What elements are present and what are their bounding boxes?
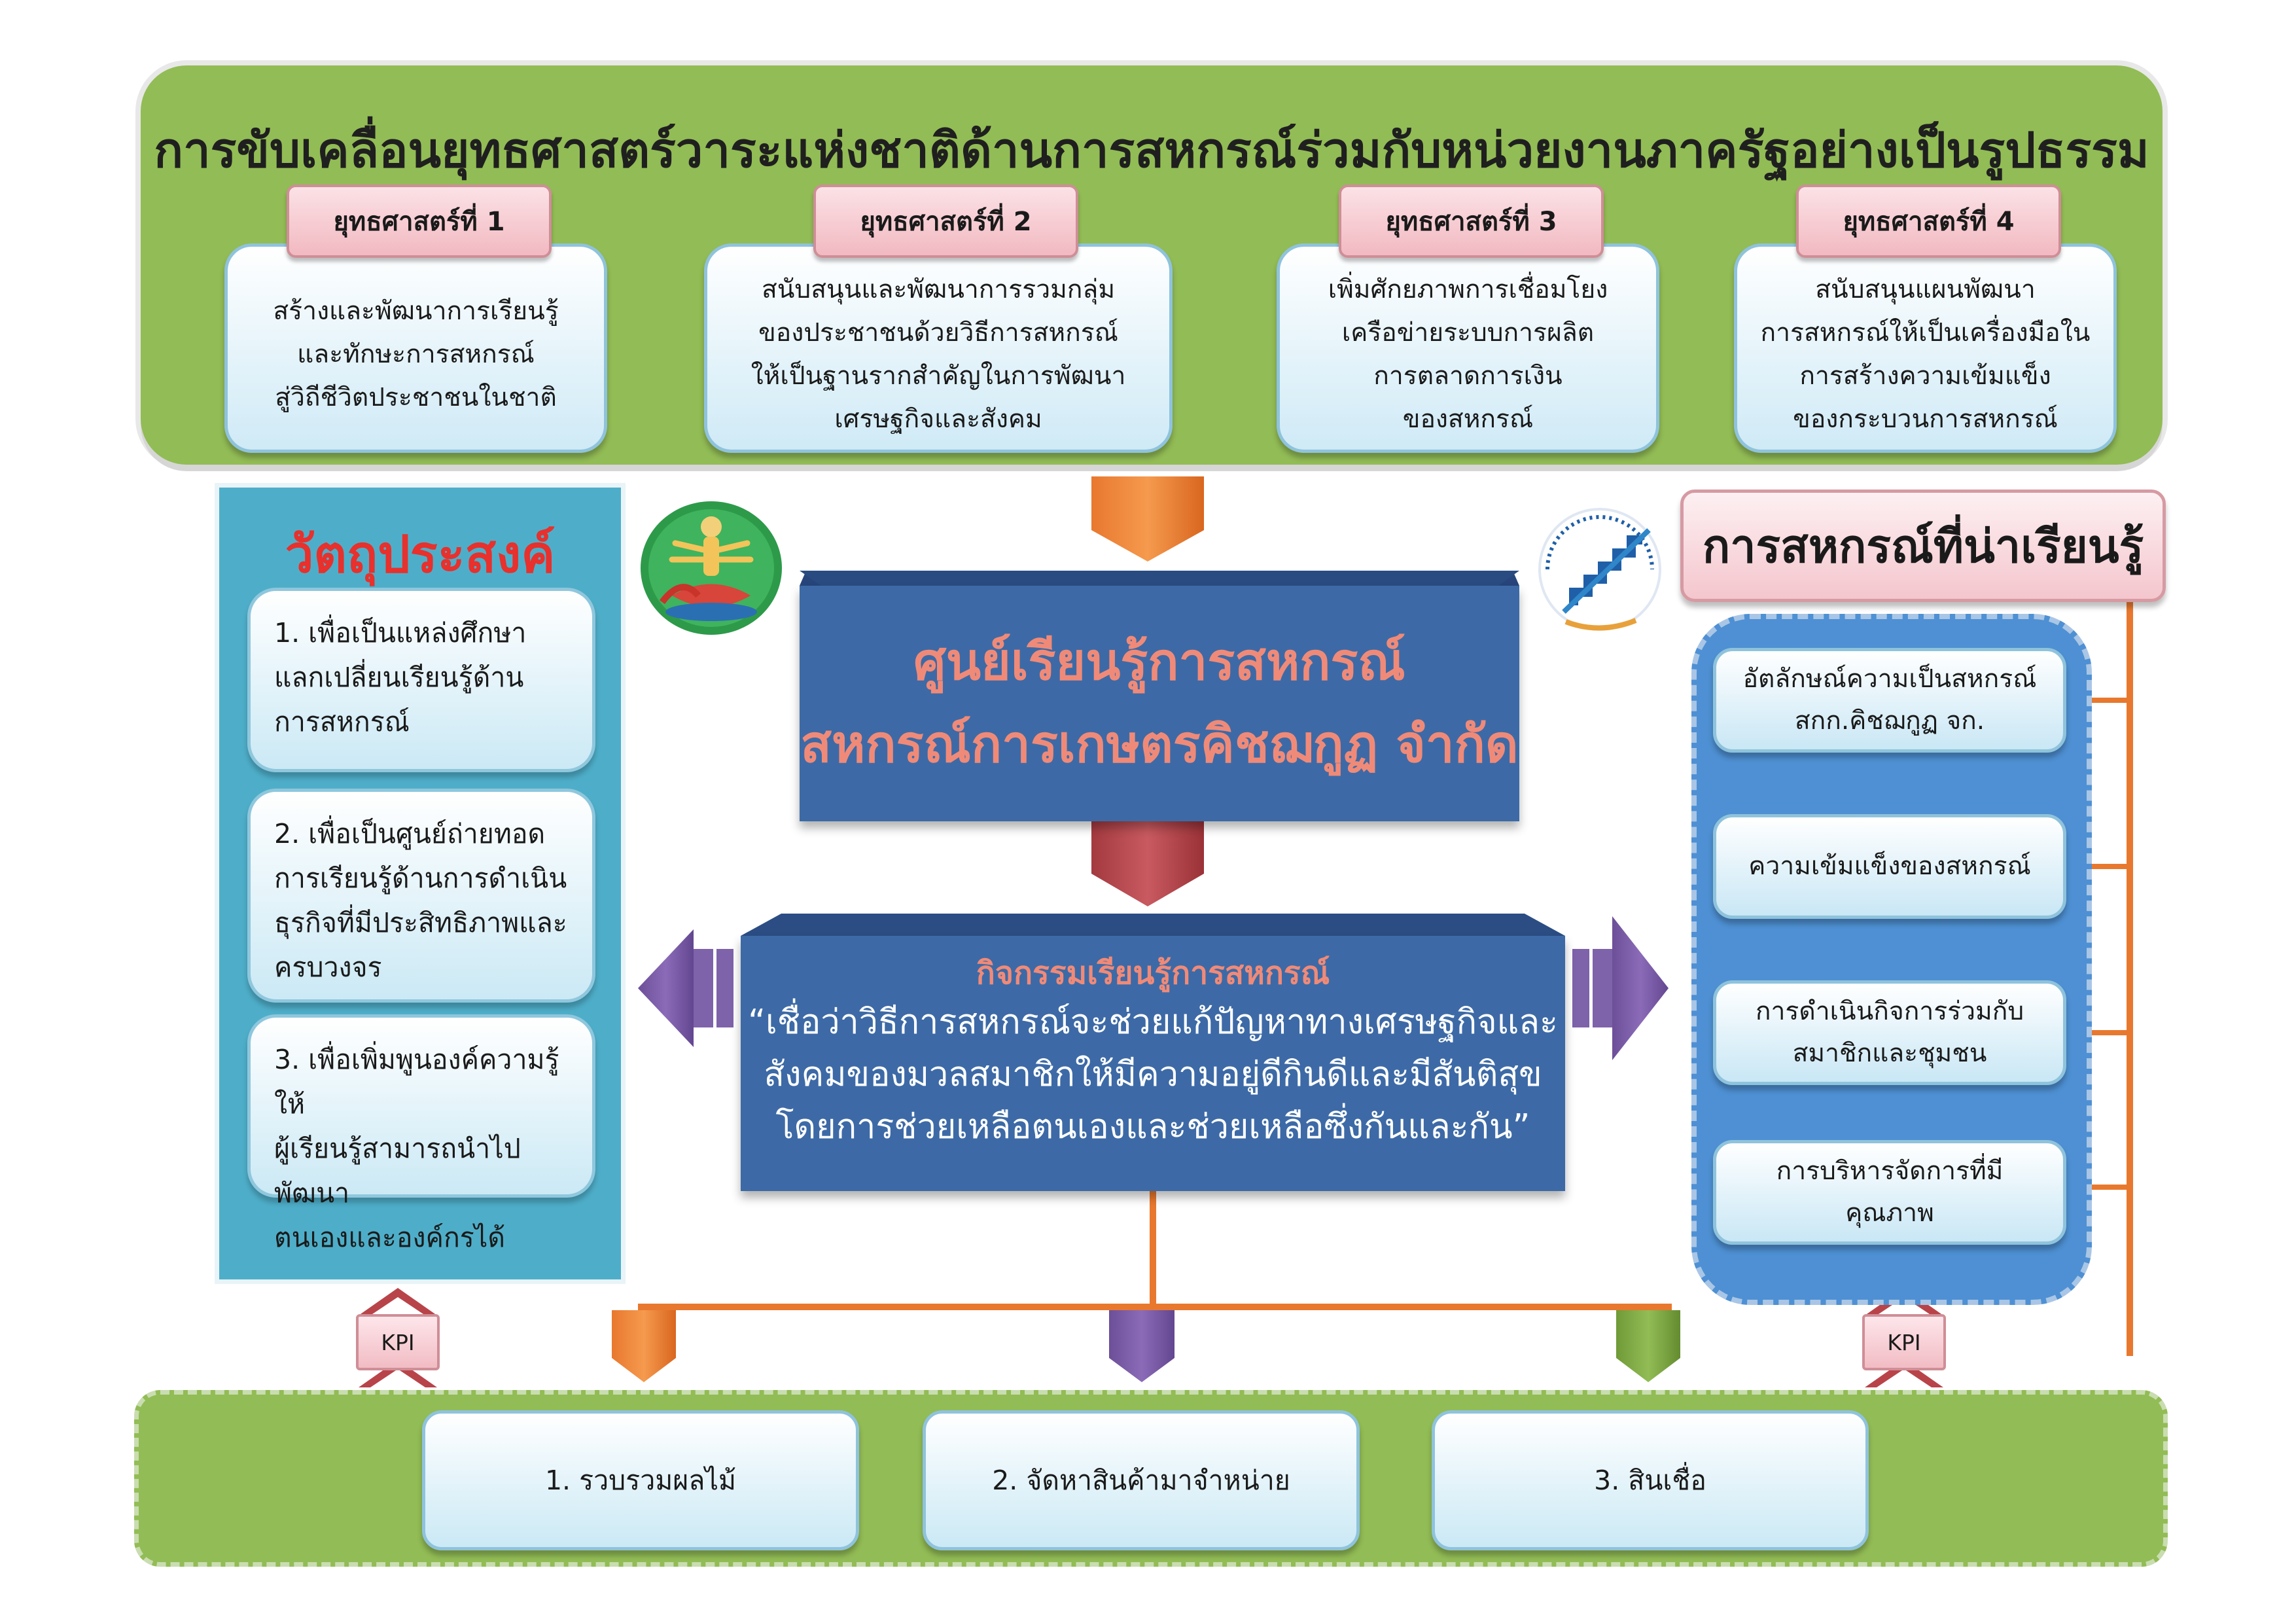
activity-item-3: 3. สินเชื่อ: [1432, 1410, 1869, 1550]
down-arrow-orange: [1091, 476, 1204, 562]
strategy-line: และทักษะการสหกรณ์: [297, 340, 535, 369]
strategy-line: ของประชาชนด้วยวิธีการสหกรณ์: [758, 318, 1118, 348]
strategy-tab-3: ยุทธศาสตร์ที่ 3: [1339, 185, 1604, 258]
activity-quote-line: สังคมของมวลสมาชิกให้มีความอยู่ดีกินดีและ…: [764, 1055, 1542, 1094]
learning-line: การบริหารจัดการที่มี: [1776, 1156, 2004, 1186]
strategy-line: การตลาดการเงิน: [1373, 361, 1563, 391]
strategy-line: สนับสนุนและพัฒนาการรวมกลุ่ม: [761, 275, 1116, 304]
strategy-line: ของสหกรณ์: [1402, 404, 1534, 434]
deity-emblem-icon: [641, 501, 782, 635]
strategy-line: เครือข่ายระบบการผลิต: [1341, 318, 1595, 348]
learning-item-1: อัตลักษณ์ความเป็นสหกรณ์สกก.คิชฌกูฏ จก.: [1713, 648, 2066, 753]
objective-item-1: 1. เพื่อเป็นแหล่งศึกษา แลกเปลี่ยนเรียนรู…: [247, 588, 595, 772]
strategy-box-3: เพิ่มศักยภาพการเชื่อมโยงเครือข่ายระบบการ…: [1277, 243, 1659, 453]
activity-quote-line: โดยการช่วยเหลือตนเองและช่วยเหลือซึ่งกันแ…: [775, 1107, 1530, 1147]
strategy-tab-4: ยุทธศาสตร์ที่ 4: [1796, 185, 2061, 258]
kpi-tag-left: KPI: [356, 1314, 440, 1370]
learning-header: การสหกรณ์ที่น่าเรียนรู้: [1680, 490, 2166, 602]
objective-item-3: 3. เพื่อเพิ่มพูนองค์ความรู้ให้ ผู้เรียนร…: [247, 1014, 595, 1253]
learning-line: อัตลักษณ์ความเป็นสหกรณ์: [1742, 664, 2037, 694]
learning-line: การดำเนินกิจการร่วมกับ: [1755, 997, 2024, 1026]
learning-item-4: การบริหารจัดการที่มีคุณภาพ: [1713, 1140, 2066, 1245]
strategy-line: การสหกรณ์ให้เป็นเครื่องมือใน: [1760, 318, 2091, 348]
strategy-line: เศรษฐกิจและสังคม: [834, 404, 1042, 434]
learning-line: คุณภาพ: [1845, 1198, 1934, 1228]
down-arrow-red: [1091, 821, 1204, 906]
strategy-tab-2: ยุทธศาสตร์ที่ 2: [813, 185, 1078, 258]
down-arrow-purple-small: [1109, 1310, 1174, 1382]
activity-item-1: 1. รวบรวมผลไม้: [422, 1410, 859, 1550]
center-title-line-1: ศูนย์เรียนรู้การสหกรณ์: [913, 633, 1405, 692]
objective-line: การเรียนรู้ด้านการดำเนิน: [274, 863, 567, 894]
down-arrow-green-small: [1616, 1310, 1680, 1382]
activity-title: กิจกรรมเรียนรู้การสหกรณ์: [976, 955, 1330, 991]
objective-line: ธุรกิจที่มีประสิทธิภาพและ: [274, 907, 567, 938]
activity-item-2: 2. จัดหาสินค้ามาจำหน่าย: [923, 1410, 1360, 1550]
kpi-chevron-right: [1865, 1288, 1943, 1387]
objective-line: ตนเองและองค์กรได้: [274, 1222, 506, 1253]
strategy-line: สนับสนุนแผนพัฒนา: [1815, 275, 2036, 304]
activity-box: กิจกรรมเรียนรู้การสหกรณ์ “เชื่อว่าวิธีกา…: [741, 936, 1565, 1191]
strategy-line: สู่วิถีชีวิตประชาชนในชาติ: [275, 383, 557, 412]
strategy-box-1: สร้างและพัฒนาการเรียนรู้และทักษะการสหกรณ…: [224, 243, 607, 453]
learning-line: ความเข้มแข็งของสหกรณ์: [1748, 851, 2031, 881]
center-title-line-2: สหกรณ์การเกษตรคิชฌกูฏ จำกัด: [800, 715, 1519, 774]
strategy-tab-1: ยุทธศาสตร์ที่ 1: [287, 185, 552, 258]
strategy-line: สร้างและพัฒนาการเรียนรู้: [273, 296, 559, 326]
learning-line: สกก.คิชฌกูฏ จก.: [1794, 706, 1985, 736]
strategy-line: ให้เป็นฐานรากสำคัญในการพัฒนา: [751, 361, 1126, 391]
objective-line: การสหกรณ์: [274, 706, 410, 738]
cooperative-stairs-logo-icon: [1538, 508, 1661, 631]
strategy-line: การสร้างความเข้มแข็ง: [1799, 361, 2051, 391]
learning-line: สมาชิกและชุมชน: [1792, 1039, 1987, 1068]
objective-line: แลกเปลี่ยนเรียนรู้ด้าน: [274, 662, 524, 693]
objective-line: 1. เพื่อเป็นแหล่งศึกษา: [274, 617, 527, 649]
objective-item-2: 2. เพื่อเป็นศูนย์ถ่ายทอด การเรียนรู้ด้าน…: [247, 789, 595, 1003]
center-box-top: [800, 571, 1519, 586]
down-arrow-orange-small: [612, 1310, 676, 1382]
page-title: การขับเคลื่อนยุทธศาสตร์วาระแห่งชาติด้านก…: [154, 122, 2149, 179]
strategy-line: ของกระบวนการสหกรณ์: [1793, 404, 2058, 434]
strategy-line: เพิ่มศักยภาพการเชื่อมโยง: [1328, 275, 1608, 304]
right-arrow-purple: [1572, 916, 1669, 1060]
activity-box-top: [741, 914, 1565, 936]
left-arrow-purple: [638, 929, 733, 1047]
learning-item-3: การดำเนินกิจการร่วมกับสมาชิกและชุมชน: [1713, 980, 2066, 1085]
objective-line: ครบวงจร: [274, 952, 382, 983]
learning-item-2: ความเข้มแข็งของสหกรณ์: [1713, 814, 2066, 919]
objective-line: ผู้เรียนรู้สามารถนำไปพัฒนา: [274, 1133, 521, 1209]
kpi-tag-right: KPI: [1862, 1314, 1946, 1370]
objective-line: 2. เพื่อเป็นศูนย์ถ่ายทอด: [274, 818, 546, 849]
objectives-title: วัตถุประสงค์: [285, 526, 556, 584]
objective-line: 3. เพื่อเพิ่มพูนองค์ความรู้ให้: [274, 1044, 559, 1120]
activity-quote-line: “เชื่อว่าวิธีการสหกรณ์จะช่วยแก้ปัญหาทางเ…: [748, 1003, 1558, 1042]
learning-center-title: ศูนย์เรียนรู้การสหกรณ์ สหกรณ์การเกษตรคิช…: [800, 586, 1519, 821]
strategy-box-4: สนับสนุนแผนพัฒนาการสหกรณ์ให้เป็นเครื่องม…: [1734, 243, 2117, 453]
strategy-box-2: สนับสนุนและพัฒนาการรวมกลุ่มของประชาชนด้ว…: [704, 243, 1173, 453]
kpi-chevron-left: [359, 1288, 437, 1387]
